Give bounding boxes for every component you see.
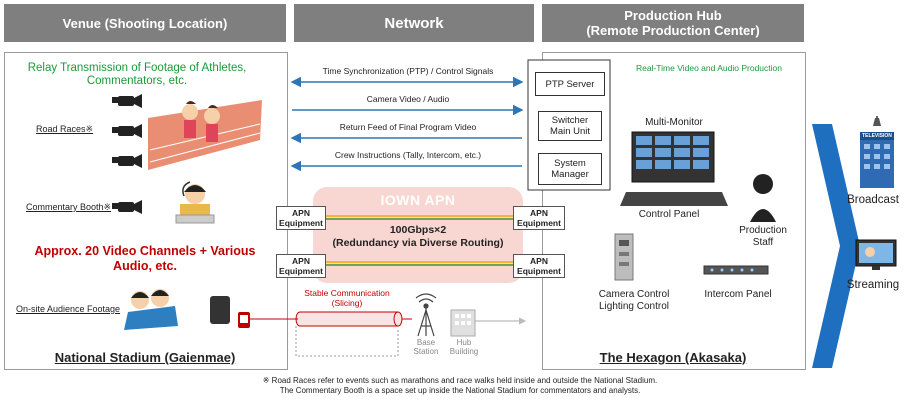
label-road-races: Road Races※	[36, 124, 94, 134]
hub-building-line2: Building	[449, 347, 479, 356]
footnote-line2: The Commentary Booth is a space set up i…	[279, 386, 641, 395]
tv-label: TELEVISION	[862, 133, 892, 139]
output-arrow	[812, 124, 860, 368]
channels-line1: Approx. 20 Video Channels + Various	[34, 244, 256, 258]
relay-heading: Relay Transmission of Footage of Athlete…	[12, 62, 262, 88]
streaming-icon	[855, 239, 897, 270]
ccu-line1: Camera Control	[598, 289, 670, 300]
antenna-icon	[415, 293, 437, 337]
intercom-panel-icon	[703, 265, 769, 275]
venue-footer: National Stadium (Gaienmae)	[54, 350, 236, 365]
runners-illustration	[148, 100, 262, 170]
signal-label-camera: Camera Video / Audio	[366, 94, 450, 104]
iown-apn-title: IOWN APN	[380, 192, 456, 208]
signal-label-ptp: Time Synchronization (PTP) / Control Sig…	[322, 66, 494, 76]
apn-line2: Equipment	[279, 218, 323, 228]
relay-heading-line1: Relay Transmission of Footage of Athlete…	[27, 62, 247, 74]
system-line1: System	[554, 158, 586, 169]
base-station-label: Base Station	[406, 338, 446, 356]
streaming-label: Streaming	[846, 279, 900, 291]
header-venue-text: Venue (Shooting Location)	[62, 15, 228, 31]
capacity-text: 100Gbps×2 (Redundancy via Diverse Routin…	[318, 224, 518, 250]
staff-line1: Production	[739, 225, 787, 236]
footnote: ※ Road Races refer to events such as mar…	[150, 376, 770, 396]
channels-text: Approx. 20 Video Channels + Various Audi…	[8, 244, 282, 274]
header-hub-line2: (Remote Production Center)	[586, 23, 760, 38]
multi-monitor-label: Multi-Monitor	[645, 117, 703, 128]
footnote-line1: ※ Road Races refer to events such as mar…	[262, 376, 658, 385]
stable-line1: Stable Communication	[304, 288, 390, 298]
camera-control-label: Camera Control Lighting Control	[584, 289, 684, 313]
apn-line2: Equipment	[517, 266, 561, 276]
base-line2: Station	[413, 347, 439, 356]
system-line2: Manager	[551, 169, 589, 180]
apn-line1: APN	[292, 208, 310, 218]
capacity-line1: 100Gbps×2	[389, 224, 447, 236]
camera-icon	[112, 154, 142, 168]
switcher-line2: Main Unit	[549, 126, 591, 137]
header-network-text: Network	[384, 14, 444, 32]
relay-heading-line2: Commentators, etc.	[86, 75, 188, 87]
multi-monitor-icon	[620, 131, 728, 206]
apn-line1: APN	[530, 208, 548, 218]
stable-communication-label: Stable Communication (Slicing)	[292, 288, 402, 308]
switcher-main-unit-box: Switcher Main Unit	[538, 111, 602, 141]
base-line1: Base	[416, 338, 436, 347]
hub-footer: The Hexagon (Akasaka)	[599, 350, 747, 365]
production-staff-label: Production Staff	[728, 225, 798, 249]
iown-apn-area	[313, 187, 523, 283]
switcher-line1: Switcher	[551, 115, 589, 126]
camera-icon	[112, 124, 142, 138]
control-panel-label: Control Panel	[638, 209, 700, 220]
hub-building-line1: Hub	[456, 338, 472, 347]
production-staff-icon	[750, 174, 776, 222]
signal-label-return: Return Feed of Final Program Video	[339, 122, 477, 132]
header-venue: Venue (Shooting Location)	[4, 4, 286, 42]
stable-line2: (Slicing)	[331, 298, 363, 308]
hub-building-icon	[450, 309, 476, 337]
camera-icon	[112, 94, 142, 108]
header-hub-line1: Production Hub	[624, 8, 722, 23]
hub-building-label: Hub Building	[444, 338, 484, 356]
commentator-illustration	[175, 181, 215, 224]
apn-line1: APN	[530, 256, 548, 266]
staff-line2: Staff	[752, 237, 774, 248]
channels-line2: Audio, etc.	[113, 259, 177, 273]
ccu-line2: Lighting Control	[598, 301, 670, 312]
apn-line2: Equipment	[517, 218, 561, 228]
capacity-line2: (Redundancy via Diverse Routing)	[332, 237, 504, 249]
intercom-panel-label: Intercom Panel	[704, 289, 772, 300]
label-audience: On-site Audience Footage	[16, 304, 121, 314]
audience-illustration	[124, 289, 250, 330]
camera-icon	[112, 200, 142, 214]
apn-line2: Equipment	[279, 266, 323, 276]
header-network: Network	[294, 4, 534, 42]
ptp-server-box: PTP Server	[535, 72, 605, 96]
signal-label-crew: Crew Instructions (Tally, Intercom, etc.…	[334, 150, 482, 160]
header-hub: Production Hub (Remote Production Center…	[542, 4, 804, 42]
broadcast-label: Broadcast	[847, 194, 899, 206]
apn-line1: APN	[292, 256, 310, 266]
label-commentary-booth: Commentary Booth※	[26, 202, 112, 212]
television-icon	[860, 116, 894, 188]
slicing-tube	[300, 312, 398, 326]
system-manager-box: System Manager	[538, 153, 602, 185]
camera-control-icon	[614, 233, 634, 281]
realtime-production-label: Real-Time Video and Audio Production	[635, 63, 782, 73]
